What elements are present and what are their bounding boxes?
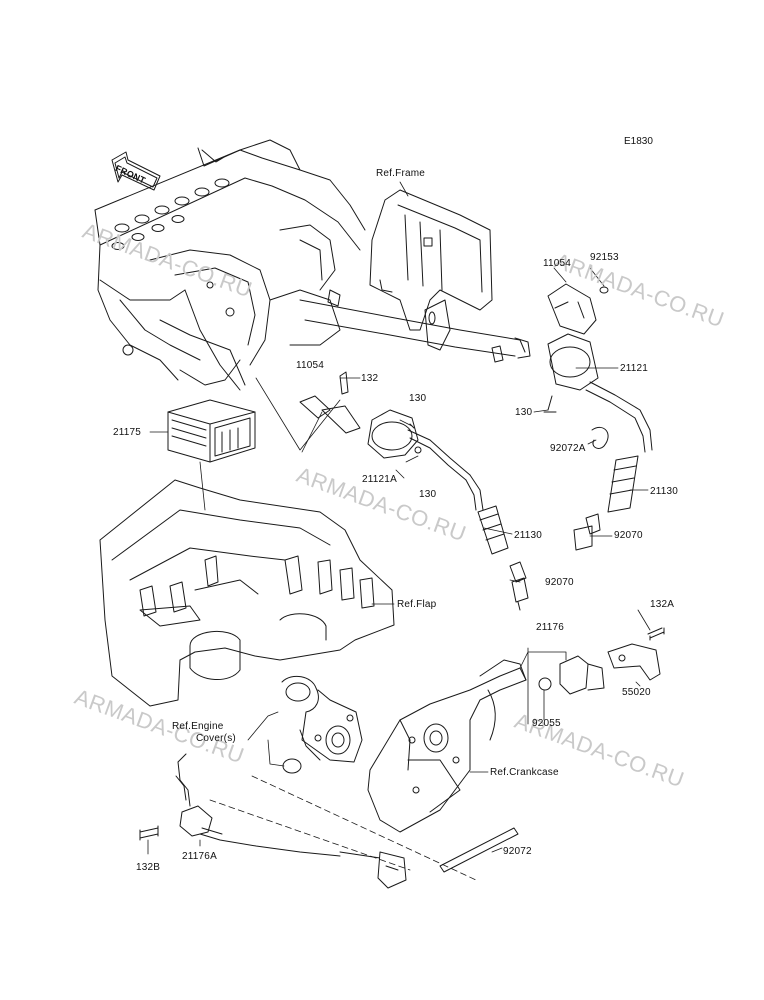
- part-label-92070-mid: 92070: [545, 577, 574, 588]
- front-arrow-icon: [111, 151, 161, 191]
- part-label-132: 132: [361, 373, 379, 384]
- part-label-132b: 132B: [136, 862, 161, 873]
- part-label-92072a: 92072A: [550, 443, 586, 454]
- part-label-11054-mid: 11054: [296, 360, 325, 371]
- ref-flap-label: Ref.Flap: [397, 599, 437, 610]
- bolt-132a: [647, 627, 665, 641]
- sensor-21176a: [175, 753, 341, 857]
- part-label-130-mid: 130: [419, 489, 437, 500]
- part-label-55020: 55020: [622, 687, 651, 698]
- part-label-21130-mid: 21130: [514, 530, 543, 541]
- part-label-21121: 21121: [620, 363, 649, 374]
- crank-sensor: [538, 655, 605, 695]
- part-label-21121a: 21121A: [362, 474, 397, 485]
- ignition-coil-middle: [299, 371, 484, 511]
- spark-plug-middle: [509, 561, 529, 611]
- part-label-130-mid-top: 130: [409, 393, 427, 404]
- frame-bracket: [369, 189, 493, 351]
- clamp-92072a: [591, 426, 609, 449]
- diagram-code: E1830: [624, 136, 653, 147]
- cable-tie: [439, 827, 519, 873]
- bolt-132b: [139, 825, 159, 841]
- part-label-21130-right: 21130: [650, 486, 679, 497]
- part-label-130-right: 130: [515, 407, 533, 418]
- frame-assembly: [94, 139, 531, 391]
- bracket-55020: [607, 643, 661, 681]
- part-label-132a: 132A: [650, 599, 675, 610]
- engine-cover-part: [281, 675, 363, 763]
- ref-engine-cover-label: Ref.Engine: [172, 721, 224, 732]
- ref-crankcase-label: Ref.Crankcase: [490, 767, 559, 778]
- part-label-92070-right: 92070: [614, 530, 643, 541]
- plug-cap-right: [607, 455, 639, 513]
- part-label-92072: 92072: [503, 846, 532, 857]
- part-label-21176: 21176: [536, 622, 565, 633]
- flap-cover: [99, 479, 395, 707]
- part-label-92055: 92055: [532, 718, 561, 729]
- ref-frame-label: Ref.Frame: [376, 168, 426, 179]
- ignition-coil-right: [543, 283, 653, 453]
- o-ring: [282, 758, 302, 774]
- leader-lines: [147, 181, 651, 881]
- crankcase: [367, 659, 527, 833]
- ref-engine-cover-label-2: Cover(s): [196, 733, 236, 744]
- spark-plug-right: [573, 513, 601, 551]
- part-label-21176a: 21176A: [182, 851, 217, 862]
- part-label-21175: 21175: [113, 427, 142, 438]
- part-label-92153: 92153: [590, 252, 619, 263]
- ecu-unit: [167, 399, 256, 463]
- part-label-11054-right: 11054: [543, 258, 572, 269]
